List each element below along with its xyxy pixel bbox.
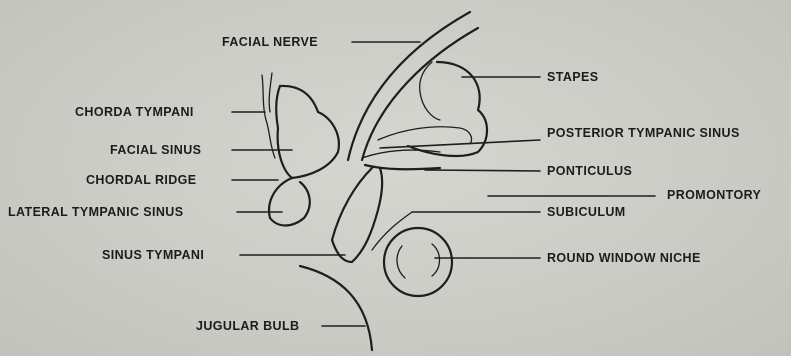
posterior-tympanic-sinus-label: POSTERIOR TYMPANIC SINUS [547, 126, 740, 140]
chordal-ridge-outline [269, 178, 310, 226]
sinus-tympani-label: SINUS TYMPANI [102, 248, 204, 262]
stapes-outline [408, 62, 487, 156]
stapes-inner-arch [420, 62, 440, 120]
round-window-membrane-arc-inner [432, 244, 440, 276]
facial-sinus-label: FACIAL SINUS [110, 143, 201, 157]
round-window-niche-label: ROUND WINDOW NICHE [547, 251, 701, 265]
ponticulus-label: PONTICULUS [547, 164, 632, 178]
round-window-membrane-arc [397, 246, 405, 278]
stapes-label: STAPES [547, 70, 599, 84]
posterior-tympanic-sinus-leader [380, 140, 540, 148]
facial-nerve-label: FACIAL NERVE [222, 35, 318, 49]
lateral-tympanic-sinus-label: LATERAL TYMPANIC SINUS [8, 205, 183, 219]
subiculum-label: SUBICULUM [547, 205, 626, 219]
posterior-tympanic-sinus-fold [362, 150, 440, 158]
chordal-ridge-label: CHORDAL RIDGE [86, 173, 197, 187]
ponticulus-ridge [365, 165, 440, 169]
round-window-niche-outline [384, 228, 452, 296]
chorda-tympani-nerve [262, 75, 275, 158]
promontory-label: PROMONTORY [667, 188, 761, 202]
chorda-tympani-label: CHORDA TYMPANI [75, 105, 194, 119]
stapes-footplate [378, 127, 472, 144]
chorda-tympani-branch [269, 73, 272, 112]
jugular-bulb-curve [300, 266, 372, 350]
sinus-tympani-outline [332, 168, 382, 262]
facial-nerve-canal-outer [348, 12, 470, 160]
jugular-bulb-label: JUGULAR BULB [196, 319, 299, 333]
facial-sinus-outline [276, 86, 339, 178]
ponticulus-leader [425, 170, 540, 171]
